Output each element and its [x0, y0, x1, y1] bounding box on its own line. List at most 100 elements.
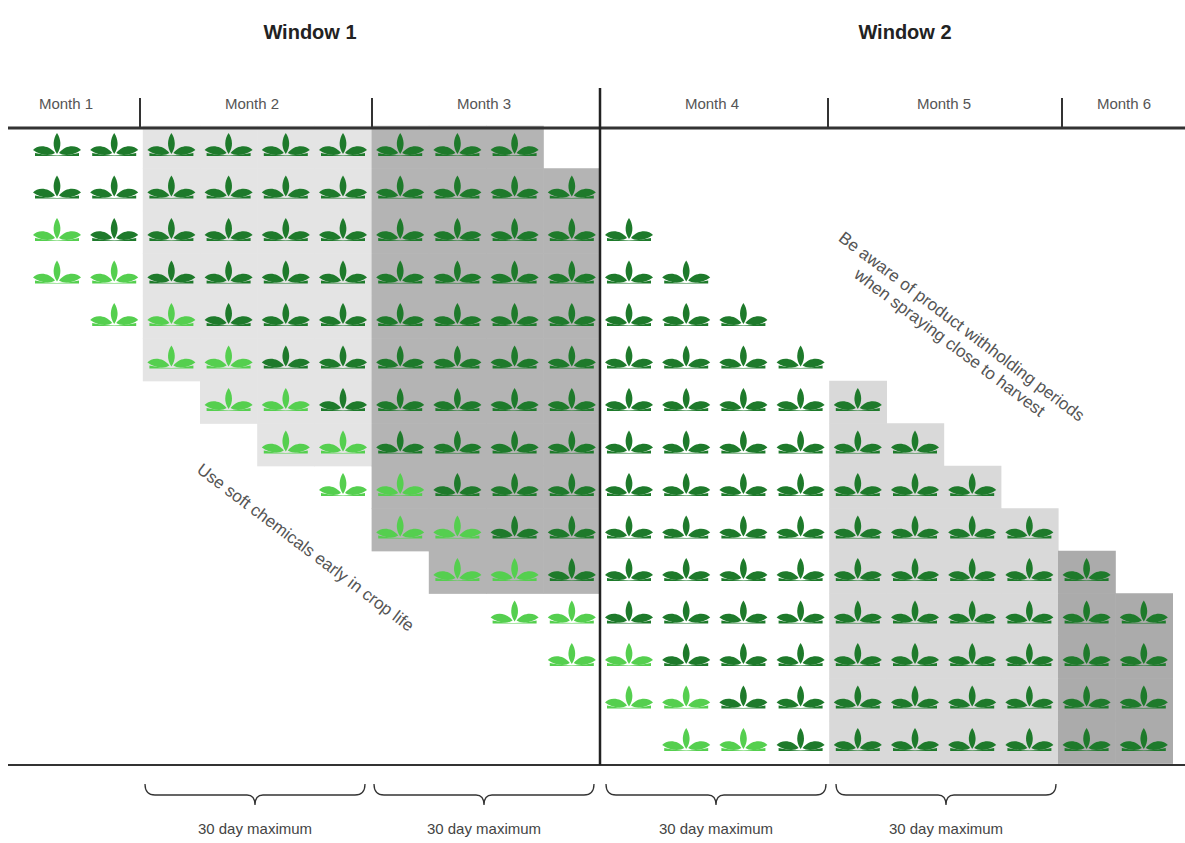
plant-icon [891, 601, 939, 624]
shade-cell [886, 721, 944, 764]
month-tick [139, 98, 141, 128]
window-divider [599, 88, 602, 765]
plant-icon [1063, 558, 1111, 581]
plant-icon [948, 728, 996, 751]
shade-cell [372, 508, 430, 551]
shade-cell [372, 381, 430, 424]
plant-icon [891, 643, 939, 666]
shade-cell [143, 126, 201, 169]
shade-cell [314, 168, 372, 211]
plant-icon [948, 516, 996, 539]
plant-icon [719, 643, 767, 666]
plant-icon [548, 346, 596, 369]
shade-cell [257, 168, 315, 211]
shade-cell [829, 593, 887, 636]
plant-icon [662, 431, 710, 454]
month-label: Month 3 [414, 95, 554, 113]
shade-cell [372, 211, 430, 254]
plant-icon [90, 218, 138, 241]
plant-icon [719, 431, 767, 454]
shade-cell [200, 253, 258, 296]
plant-icon [491, 303, 539, 326]
shade-cell [829, 551, 887, 594]
plant-icon [491, 558, 539, 581]
plant-icon [605, 558, 653, 581]
period-brace [145, 784, 365, 805]
plant-icon [662, 643, 710, 666]
shade-cell [486, 296, 544, 339]
plant-icon [777, 601, 825, 624]
spray-shading [143, 126, 1173, 764]
plant-icon [147, 133, 195, 156]
plant-icon [262, 176, 310, 199]
shade-cell [944, 721, 1002, 764]
month-label: Month 4 [642, 95, 782, 113]
shade-cell [200, 381, 258, 424]
plant-icon [605, 261, 653, 284]
plant-icon [605, 686, 653, 709]
shade-cell [1058, 678, 1116, 721]
plant-icon [262, 133, 310, 156]
shade-cell [143, 168, 201, 211]
plant-icon [605, 388, 653, 411]
plant-icon [262, 218, 310, 241]
plant-icon [548, 218, 596, 241]
plant-icon [433, 346, 481, 369]
shade-cell [372, 338, 430, 381]
shade-cell [829, 466, 887, 509]
plant-icon [319, 303, 367, 326]
plant-icon [948, 686, 996, 709]
plant-icon [605, 431, 653, 454]
plant-icon [376, 388, 424, 411]
plant-icon [147, 261, 195, 284]
shade-cell [1058, 636, 1116, 679]
plant-icon [491, 133, 539, 156]
plant-icon [147, 218, 195, 241]
shade-cell [200, 126, 258, 169]
shade-cell [1001, 551, 1059, 594]
shade-cell [257, 381, 315, 424]
plant-icon [719, 388, 767, 411]
plant-icon [319, 176, 367, 199]
plant-icon [719, 601, 767, 624]
plant-icon [948, 643, 996, 666]
shade-cell [944, 508, 1002, 551]
shade-cell [429, 423, 487, 466]
shade-cell [1115, 593, 1173, 636]
plant-icon [1005, 516, 1053, 539]
plant-icon [376, 133, 424, 156]
shade-cell [429, 338, 487, 381]
plant-icon [548, 261, 596, 284]
shade-cell [429, 126, 487, 169]
plant-icon [777, 516, 825, 539]
shade-cell [200, 296, 258, 339]
plant-icon [1063, 643, 1111, 666]
plant-icon [205, 218, 253, 241]
window-heading: Window 1 [210, 20, 410, 44]
plant-icon [662, 261, 710, 284]
shade-cell [314, 211, 372, 254]
plant-icon [605, 473, 653, 496]
shade-cell [944, 593, 1002, 636]
plant-icon [777, 558, 825, 581]
shade-cell [143, 211, 201, 254]
shade-cell [829, 423, 887, 466]
plant-icon [948, 473, 996, 496]
plant-icon [376, 176, 424, 199]
plant-icon [319, 431, 367, 454]
plant-icon [1120, 601, 1168, 624]
plant-icon [548, 558, 596, 581]
plant-icon [205, 303, 253, 326]
plant-icon [376, 473, 424, 496]
plant-icon [777, 388, 825, 411]
month-tick [371, 98, 373, 128]
period-brace [606, 784, 826, 805]
plant-icon [433, 133, 481, 156]
plant-icon [1005, 728, 1053, 751]
shade-cell [429, 551, 487, 594]
plant-icon [719, 516, 767, 539]
plant-icon [548, 643, 596, 666]
shade-cell [257, 338, 315, 381]
plant-icon [548, 473, 596, 496]
